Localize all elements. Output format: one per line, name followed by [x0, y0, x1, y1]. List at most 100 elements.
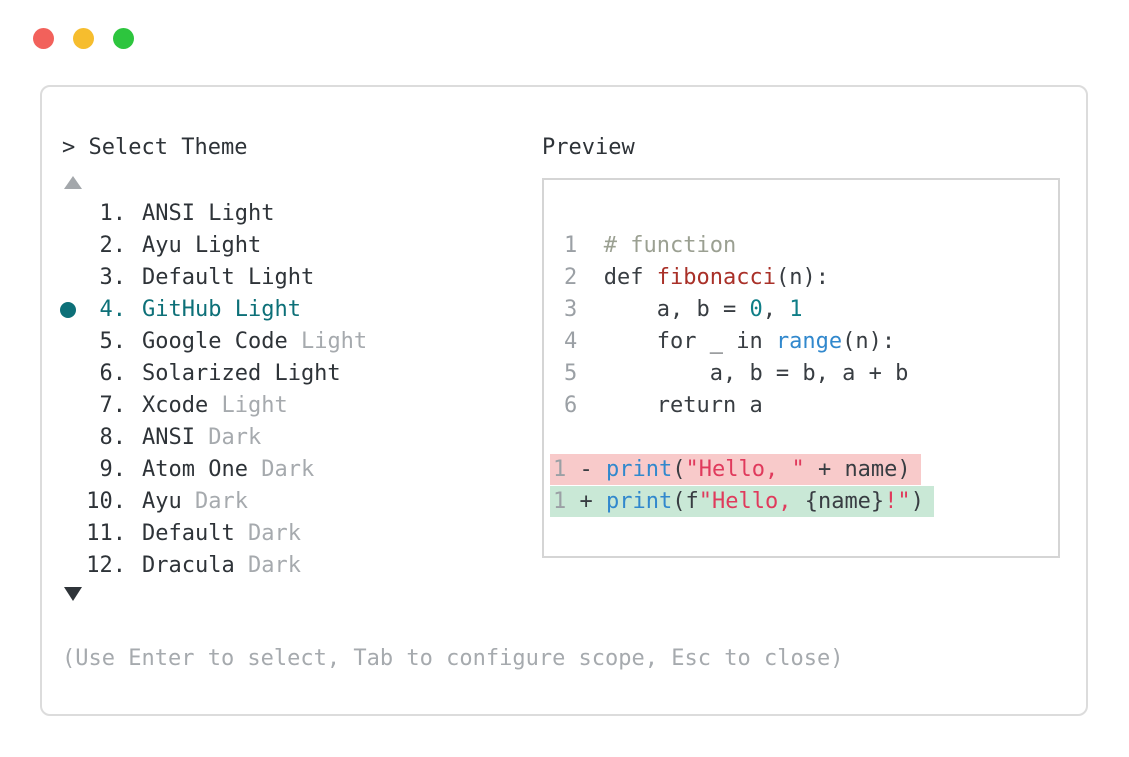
code-token: ,: [762, 297, 790, 322]
theme-item[interactable]: 5. Google Code Light: [42, 326, 522, 358]
code-token: a, b = b, a + b: [603, 361, 909, 386]
theme-item-number: 5.: [99, 329, 127, 354]
theme-item-label-suffix: Dark: [181, 489, 248, 514]
theme-item-label-suffix: Dark: [234, 553, 301, 578]
code-token: return a: [603, 393, 763, 418]
theme-item[interactable]: 11. Default Dark: [42, 518, 522, 550]
line-number: 1: [553, 457, 567, 482]
theme-item-number: 10.: [86, 489, 126, 514]
theme-item-number: 11.: [86, 521, 126, 546]
line-number: 2: [564, 265, 604, 290]
line-number: 6: [564, 393, 604, 418]
theme-item-number: 3.: [99, 265, 127, 290]
code-token: (n):: [775, 265, 829, 290]
theme-item-number: 2.: [99, 233, 127, 258]
theme-item-label: GitHub Light: [142, 297, 301, 322]
theme-item-number: 4.: [99, 297, 127, 322]
code-token: # function: [603, 233, 737, 258]
code-token: (n):: [842, 329, 896, 354]
theme-item-number: 12.: [86, 553, 126, 578]
theme-item-label: Dracula: [142, 553, 235, 578]
code-token: "Hello, ": [685, 457, 805, 482]
theme-item-label: Default Light: [142, 265, 315, 290]
theme-item[interactable]: 7. Xcode Light: [42, 390, 522, 422]
theme-item-label: Xcode: [142, 393, 209, 418]
theme-item-label: Ayu: [142, 489, 182, 514]
code-token: !": [884, 489, 911, 514]
theme-item-label-suffix: Light: [287, 329, 368, 354]
code-token: {name}: [804, 489, 885, 514]
theme-item-number: 1.: [99, 201, 127, 226]
code-line: 2 def fibonacci(n):: [544, 262, 1058, 294]
scroll-up-triangle-icon[interactable]: [64, 176, 82, 189]
preview-label: Preview: [542, 135, 635, 160]
theme-item[interactable]: 6. Solarized Light: [42, 358, 522, 390]
theme-item-label-suffix: Dark: [234, 521, 301, 546]
code-line: 3 a, b = 0, 1: [544, 294, 1058, 326]
theme-item[interactable]: 2. Ayu Light: [42, 230, 522, 262]
theme-item-label-suffix: Light: [208, 393, 288, 418]
prompt-chevron-icon: >: [62, 135, 89, 160]
code-token: -: [566, 457, 606, 482]
theme-list: 1. ANSI Light 2. Ayu Light 3. Default Light 4.…: [42, 198, 522, 582]
code-token: ): [910, 489, 924, 514]
line-number: 1: [553, 489, 567, 514]
diff-line-row: 1 - print("Hello, " + name): [544, 454, 1058, 486]
theme-item[interactable]: 1. ANSI Light: [42, 198, 522, 230]
code-token: +: [566, 489, 606, 514]
diff-line-added: 1 + print(f"Hello, {name}!"): [550, 486, 934, 517]
code-token: for _ in: [603, 329, 776, 354]
page-title-text: Select Theme: [88, 135, 248, 160]
help-text: (Use Enter to select, Tab to configure s…: [62, 646, 844, 671]
theme-item-label-suffix: Dark: [247, 457, 315, 482]
line-number: 1: [564, 233, 604, 258]
code-token: print: [606, 489, 673, 514]
theme-item-number: 8.: [99, 425, 127, 450]
theme-item-number: 9.: [99, 457, 127, 482]
code-line: 4 for _ in range(n):: [544, 326, 1058, 358]
theme-item-label: Google Code: [142, 329, 288, 354]
diff-line-row: 1 + print(f"Hello, {name}!"): [544, 486, 1058, 518]
code-token: 0: [749, 297, 763, 322]
code-token: a, b =: [603, 297, 750, 322]
theme-item[interactable]: 12. Dracula Dark: [42, 550, 522, 582]
theme-item[interactable]: 3. Default Light: [42, 262, 522, 294]
code-line: 6 return a: [544, 390, 1058, 422]
maximize-window-button[interactable]: [113, 28, 134, 49]
code-token: range: [775, 329, 843, 354]
theme-item-number: 7.: [99, 393, 127, 418]
theme-item-label: Solarized Light: [142, 361, 341, 386]
theme-item-label: Default: [142, 521, 235, 546]
theme-picker-panel: > Select Theme Preview 1. ANSI Light 2. Ayu…: [40, 85, 1088, 716]
code-token: print: [606, 457, 673, 482]
line-number: 5: [564, 361, 604, 386]
theme-item-label: Atom One: [142, 457, 248, 482]
theme-item-label-suffix: Dark: [194, 425, 262, 450]
theme-item[interactable]: 8. ANSI Dark: [42, 422, 522, 454]
code-line: 1 # function: [544, 230, 1058, 262]
line-number: 3: [564, 297, 604, 322]
code-token: + name): [804, 457, 911, 482]
code-token: def: [603, 265, 657, 290]
code-line: 5 a, b = b, a + b: [544, 358, 1058, 390]
code-token: fibonacci: [656, 265, 776, 290]
scroll-down-triangle-icon[interactable]: [64, 587, 82, 601]
theme-item-label: ANSI: [142, 425, 195, 450]
minimize-window-button[interactable]: [73, 28, 94, 49]
theme-item[interactable]: 10. Ayu Dark: [42, 486, 522, 518]
code-token: (: [672, 457, 686, 482]
line-number: 4: [564, 329, 604, 354]
page-title: > Select Theme: [62, 132, 247, 164]
theme-item-label: ANSI Light: [142, 201, 275, 226]
code-token: "Hello,: [698, 489, 805, 514]
selected-indicator-dot: [60, 302, 76, 318]
theme-item-number: 6.: [99, 361, 127, 386]
theme-item[interactable]: 4. GitHub Light: [42, 294, 522, 326]
code-token: 1: [789, 297, 803, 322]
theme-item-label: Ayu Light: [142, 233, 262, 258]
window-controls: [33, 28, 134, 49]
theme-item[interactable]: 9. Atom One Dark: [42, 454, 522, 486]
close-window-button[interactable]: [33, 28, 54, 49]
